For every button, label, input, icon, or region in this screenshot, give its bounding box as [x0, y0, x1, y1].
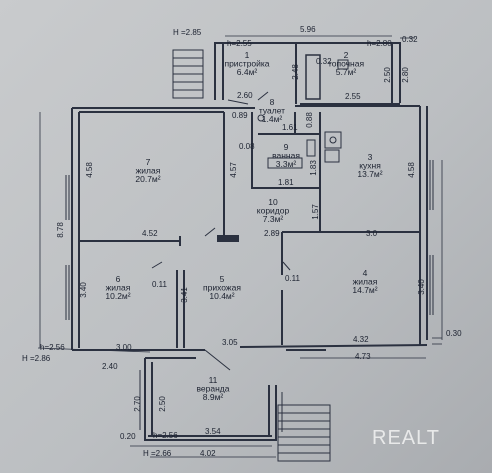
- room-9-n: 9: [284, 142, 289, 152]
- walls: [71, 42, 428, 441]
- room-10-n: 10: [268, 197, 278, 207]
- porch-stairs-top: [172, 49, 204, 99]
- dimension-label: 8.78: [56, 222, 65, 238]
- dimension-label: h=2.55: [227, 39, 252, 48]
- room-11-name: веранда: [197, 384, 230, 394]
- room-2-n: 2: [344, 50, 349, 60]
- room-3-area: 13.7м²: [357, 169, 382, 179]
- porch-stairs-bottom: [277, 404, 331, 462]
- dimension-label: h=2.56: [153, 431, 178, 440]
- room-3-n: 3: [368, 152, 373, 162]
- dimension-label: 4.32: [353, 335, 369, 344]
- dimension-label: 0.11: [285, 274, 301, 283]
- dimension-label: 1.57: [311, 204, 320, 220]
- room-5-n: 5: [220, 274, 225, 284]
- room-5-area: 10.4м²: [209, 291, 234, 301]
- dimension-label: 1.83: [309, 160, 318, 176]
- dimension-label: H =2.86: [22, 354, 51, 363]
- room-6-area: 10.2м²: [105, 291, 130, 301]
- dimension-label: 3.40: [417, 279, 426, 295]
- dimension-label: 1.81: [278, 178, 294, 187]
- room-6-n: 6: [116, 274, 121, 284]
- dimension-label: 4.52: [142, 229, 158, 238]
- room-11-area: 8.9м²: [203, 392, 224, 402]
- dimension-label: 0.30: [446, 329, 462, 338]
- dimension-labels: H =2.85 5.96 h=2.55 h=2.80 0.32 2.48 0.32 2.50 2…: [22, 25, 462, 458]
- dimension-label: 2.50: [383, 67, 392, 83]
- watermark: REALT: [372, 427, 440, 449]
- room-1-name: пристройка: [224, 59, 269, 69]
- dimension-label: 3.40: [79, 282, 88, 298]
- dimension-label: 3.00: [116, 343, 132, 352]
- room-8-name: туалет: [259, 106, 285, 116]
- room-4-name: жилая: [353, 277, 378, 287]
- dimension-label: h=2.56: [40, 343, 65, 352]
- dimension-label: 0.08: [239, 142, 255, 151]
- room-4-n: 4: [363, 268, 368, 278]
- room-6-name: жилая: [106, 283, 131, 293]
- room-9-area: 3.3м²: [276, 159, 297, 169]
- dimension-label: 0.11: [152, 280, 168, 289]
- dimension-label: 4.57: [229, 162, 238, 178]
- room-7-n: 7: [146, 157, 151, 167]
- dimension-label: H =2.85: [173, 28, 202, 37]
- room-9-name: ванная: [272, 151, 300, 161]
- room-2-name: топочная: [328, 59, 365, 69]
- room-8-n: 8: [270, 97, 275, 107]
- room-5-name: прихожая: [203, 283, 241, 293]
- fixtures: [257, 114, 342, 169]
- room-1-area: 6.4м²: [237, 67, 258, 77]
- dimension-label: 2.80: [401, 67, 410, 83]
- dimension-label: 4.73: [355, 352, 371, 361]
- dimension-label: 0.20: [120, 432, 136, 441]
- room-4-area: 14.7м²: [352, 285, 377, 295]
- room-11-n: 11: [209, 375, 218, 385]
- room-1-n: 1: [245, 50, 250, 60]
- dimension-label: 2.50: [158, 396, 167, 412]
- dimension-lines: [37, 35, 443, 458]
- windows: [65, 160, 434, 432]
- dimension-label: 0.88: [305, 112, 314, 128]
- doors: [151, 91, 291, 371]
- dimension-label: 5.96: [300, 25, 316, 34]
- dimension-label: 1.61: [282, 123, 298, 132]
- room-7-area: 20.7м²: [135, 174, 160, 184]
- dimension-label: 3.0: [366, 229, 378, 238]
- room-7-name: жилая: [136, 166, 161, 176]
- dimension-label: H =2.66: [143, 449, 172, 458]
- dimension-label: 4.02: [200, 449, 216, 458]
- dimension-label: 2.55: [345, 92, 361, 101]
- dimension-label: 4.58: [407, 162, 416, 178]
- dimension-label: 0.89: [232, 111, 248, 120]
- dimension-label: 4.58: [85, 162, 94, 178]
- room-8-area: 1.4м²: [262, 114, 283, 124]
- dimension-label: h=2.80: [367, 39, 392, 48]
- room-2-area: 5.7м²: [336, 67, 357, 77]
- dimension-label: 0.32: [402, 35, 418, 44]
- dimension-label: 3.05: [222, 338, 238, 347]
- dimension-label: 2.40: [102, 362, 118, 371]
- room-3-name: кухня: [359, 161, 381, 171]
- room-10-name: коридор: [257, 206, 290, 216]
- dimension-label: 2.48: [291, 64, 300, 80]
- room-10-area: 7.3м²: [263, 214, 284, 224]
- dimension-label: 2.60: [237, 91, 253, 100]
- dimension-label: 3.54: [205, 427, 221, 436]
- dimension-label: 2.89: [264, 229, 280, 238]
- dimension-label: 0.32: [316, 57, 332, 66]
- dimension-label: 2.70: [133, 396, 142, 412]
- dimension-label: 3.41: [180, 287, 189, 303]
